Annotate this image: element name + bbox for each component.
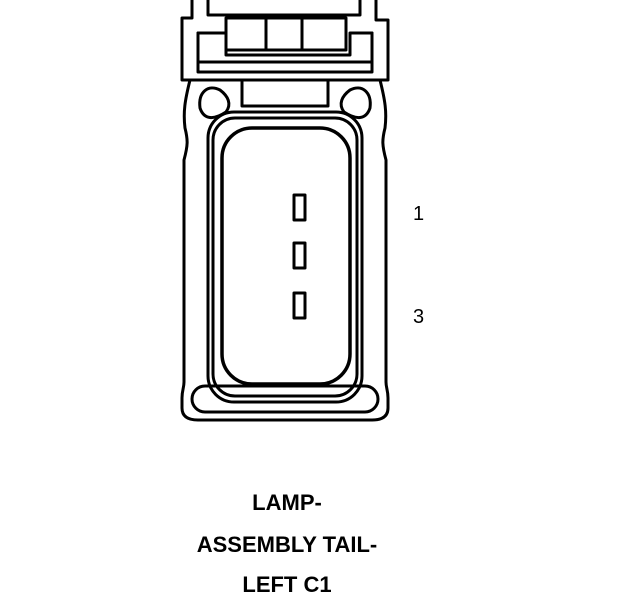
pin-cavity-1 [292, 193, 307, 222]
connector-caption-line-2: ASSEMBLY TAIL- [196, 532, 378, 557]
pin-cavity-2 [292, 241, 307, 270]
connector-latch [180, 0, 390, 108]
connector-housing [180, 78, 390, 422]
pin-label-3: 3 [413, 306, 425, 328]
pin-cavity-3 [292, 291, 307, 320]
pin-label-1: 1 [413, 203, 425, 225]
connector-caption-line-1: LAMP- [252, 490, 322, 515]
connector-face [220, 126, 352, 386]
connector-caption-line-3: LEFT C1 [242, 572, 332, 597]
